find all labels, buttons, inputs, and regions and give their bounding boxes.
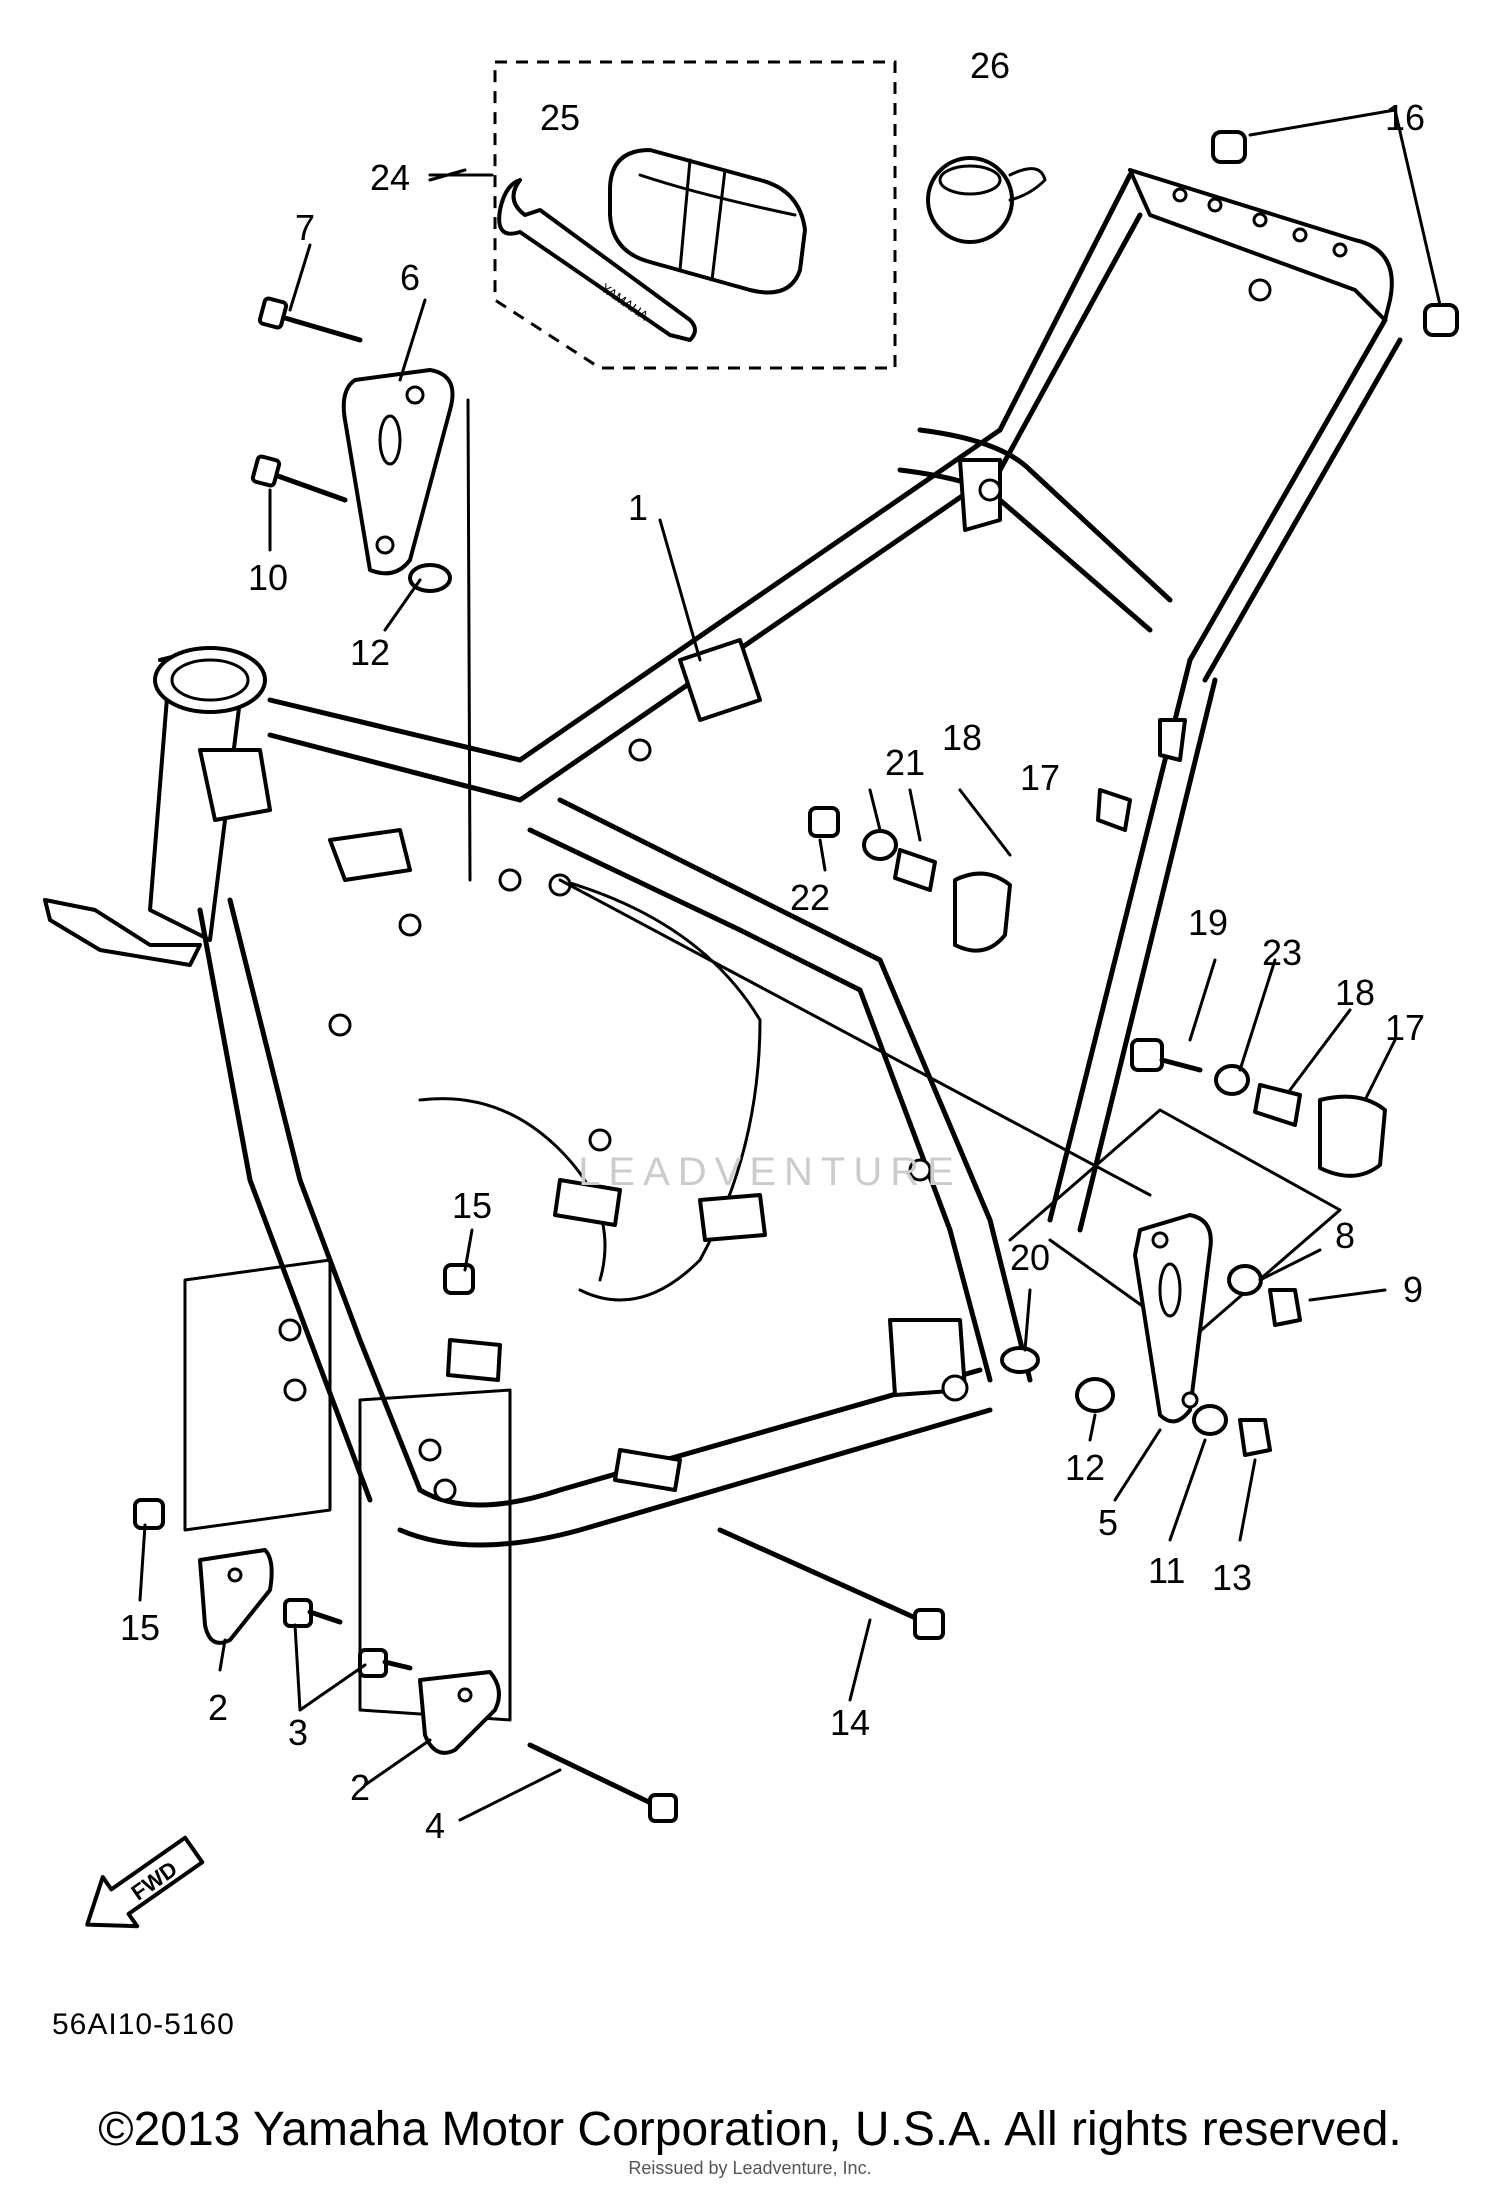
callout-23: 23 [1262, 932, 1302, 973]
callout-3: 3 [288, 1712, 308, 1753]
callout-7: 7 [295, 207, 315, 248]
part-26-ring [926, 156, 1047, 244]
callout-15b: 15 [120, 1607, 160, 1648]
callout-25: 25 [540, 97, 580, 138]
callout-18a: 18 [942, 717, 982, 758]
callout-12a: 12 [350, 632, 390, 673]
part-16-collars [1211, 130, 1459, 337]
upper-engine-bracket-6 [341, 368, 455, 576]
callout-2b: 2 [350, 1767, 370, 1808]
fwd-arrow-icon: FWD [85, 1835, 205, 1929]
callout-19: 19 [1188, 902, 1228, 943]
bolt-7 [257, 296, 363, 343]
main-frame [43, 168, 1403, 1548]
callout-8: 8 [1335, 1215, 1355, 1256]
reissue-note: Reissued by Leadventure, Inc. [628, 2158, 872, 2178]
callout-22: 22 [790, 877, 830, 918]
callout-9: 9 [1403, 1269, 1423, 1310]
callout-1: 1 [628, 487, 648, 528]
diagram-code: 56AI10-5160 [52, 2008, 235, 2041]
callout-12b: 12 [1065, 1447, 1105, 1488]
engine-bracket-5 [1133, 1213, 1213, 1424]
callout-15a: 15 [452, 1185, 492, 1226]
callout-16: 16 [1385, 97, 1425, 138]
lower-left-hardware [133, 1263, 678, 1823]
bolt-10 [250, 454, 348, 503]
callout-21: 21 [885, 742, 925, 783]
watermark: LEADVENTURE [578, 1150, 962, 1194]
washer-12-top [408, 563, 452, 593]
callout-4: 4 [425, 1805, 445, 1846]
callout-labels: 1 2 2 3 4 5 6 7 8 9 10 11 12 12 13 14 15… [120, 45, 1425, 1846]
copyright-notice: ©2013 Yamaha Motor Corporation, U.S.A. A… [98, 2103, 1402, 2156]
callout-13: 13 [1212, 1557, 1252, 1598]
callout-14: 14 [830, 1702, 870, 1743]
callout-24: 24 [370, 157, 410, 198]
callout-2a: 2 [208, 1687, 228, 1728]
callout-leaders [138, 108, 1442, 1822]
upper-bushing-set [808, 806, 1012, 953]
callout-10: 10 [248, 557, 288, 598]
right-hardware [1000, 1264, 1302, 1457]
callout-11: 11 [1148, 1550, 1185, 1591]
callout-18b: 18 [1335, 972, 1375, 1013]
callout-20: 20 [1010, 1237, 1050, 1278]
callout-17a: 17 [1020, 757, 1060, 798]
callout-26: 26 [970, 45, 1010, 86]
callout-6: 6 [400, 257, 420, 298]
callout-17b: 17 [1385, 1007, 1425, 1048]
tool-pouch [608, 148, 807, 295]
right-bushing-set [1130, 1038, 1387, 1178]
callout-5: 5 [1098, 1502, 1118, 1543]
tool-kit-group: YAMAHA [493, 60, 897, 370]
long-bolt-14 [717, 1527, 945, 1640]
